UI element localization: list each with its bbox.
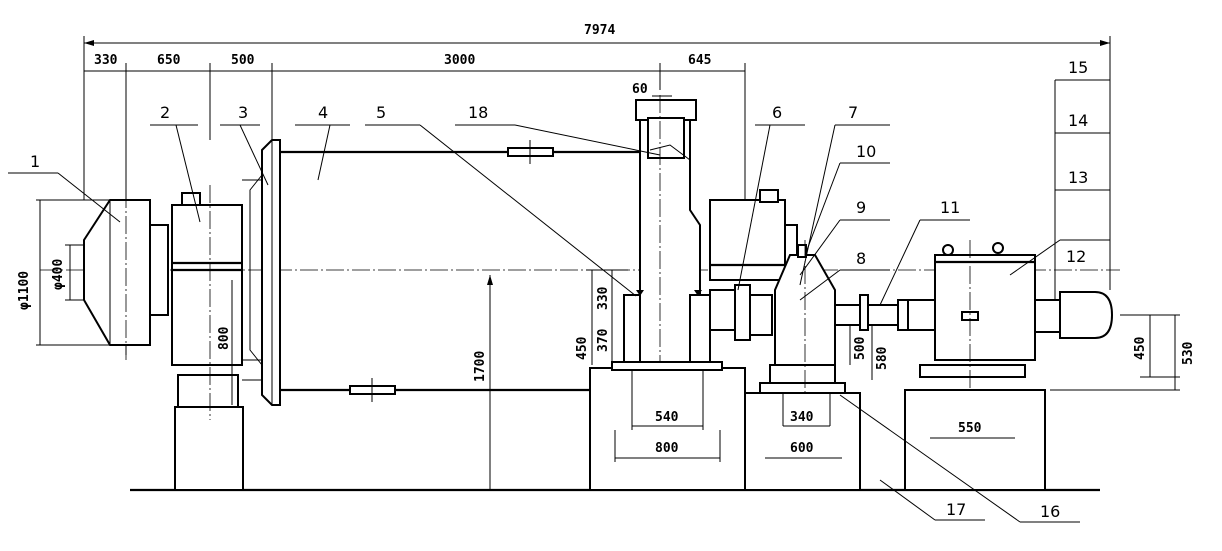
part-16: 16	[1040, 502, 1060, 521]
part-1: 1	[30, 152, 40, 171]
center-height: 1700	[473, 275, 493, 490]
pinion-assembly: 500 580 340 600	[744, 240, 890, 491]
part-callouts: 1 2 3 4 5 18 6 7 10 9 8 11 12 13 14 15 1…	[8, 58, 1110, 523]
reducer-450: 450	[1133, 336, 1148, 360]
seg-3000: 3000	[444, 53, 475, 68]
part-13: 13	[1068, 168, 1088, 187]
left-main-bearing: 800	[171, 179, 262, 491]
overall-length-label: 7974	[584, 23, 615, 38]
foundation-600: 600	[790, 441, 814, 456]
center-height-label: 1700	[473, 351, 488, 382]
part-17: 17	[946, 500, 966, 519]
feed-inner-dia: φ400	[51, 259, 66, 290]
foundation-340: 340	[790, 410, 814, 425]
part-5: 5	[376, 103, 386, 122]
part-8: 8	[856, 249, 866, 268]
pinion-500: 500	[853, 336, 868, 360]
bearing-support-height: 800	[217, 326, 232, 350]
seg-330: 330	[94, 53, 118, 68]
part-2: 2	[160, 103, 170, 122]
seg-60: 60	[632, 82, 648, 97]
seg-650: 650	[157, 53, 181, 68]
feed-hopper: φ1100 φ400	[17, 190, 169, 360]
pinion-580: 580	[875, 346, 890, 370]
end-flange	[249, 139, 281, 406]
part-11: 11	[940, 198, 960, 217]
foundation-800: 800	[655, 441, 679, 456]
segment-dimensions: 330 650 500 3000 645 60	[84, 53, 746, 355]
bearing-450: 450	[575, 336, 590, 360]
bearing-370: 370	[596, 328, 611, 352]
feed-outer-dia: φ1100	[17, 271, 32, 310]
part-7: 7	[848, 103, 858, 122]
part-3: 3	[238, 103, 248, 122]
mill-cylinder	[280, 140, 640, 402]
reducer: 450 530 550	[904, 240, 1196, 491]
part-4: 4	[318, 103, 328, 122]
foundation-540: 540	[655, 410, 679, 425]
overall-dimension: 7974	[83, 23, 1111, 290]
part-15: 15	[1068, 58, 1088, 77]
part-10: 10	[856, 142, 876, 161]
part-18: 18	[468, 103, 488, 122]
part-9: 9	[856, 198, 866, 217]
seg-645: 645	[688, 53, 711, 68]
part-6: 6	[772, 103, 782, 122]
reducer-530: 530	[1181, 341, 1196, 365]
part-14: 14	[1068, 111, 1088, 130]
foundation-550: 550	[958, 421, 982, 436]
seg-500: 500	[231, 53, 255, 68]
bearing-330: 330	[596, 286, 611, 310]
part-12: 12	[1066, 247, 1086, 266]
coupling	[834, 294, 909, 331]
